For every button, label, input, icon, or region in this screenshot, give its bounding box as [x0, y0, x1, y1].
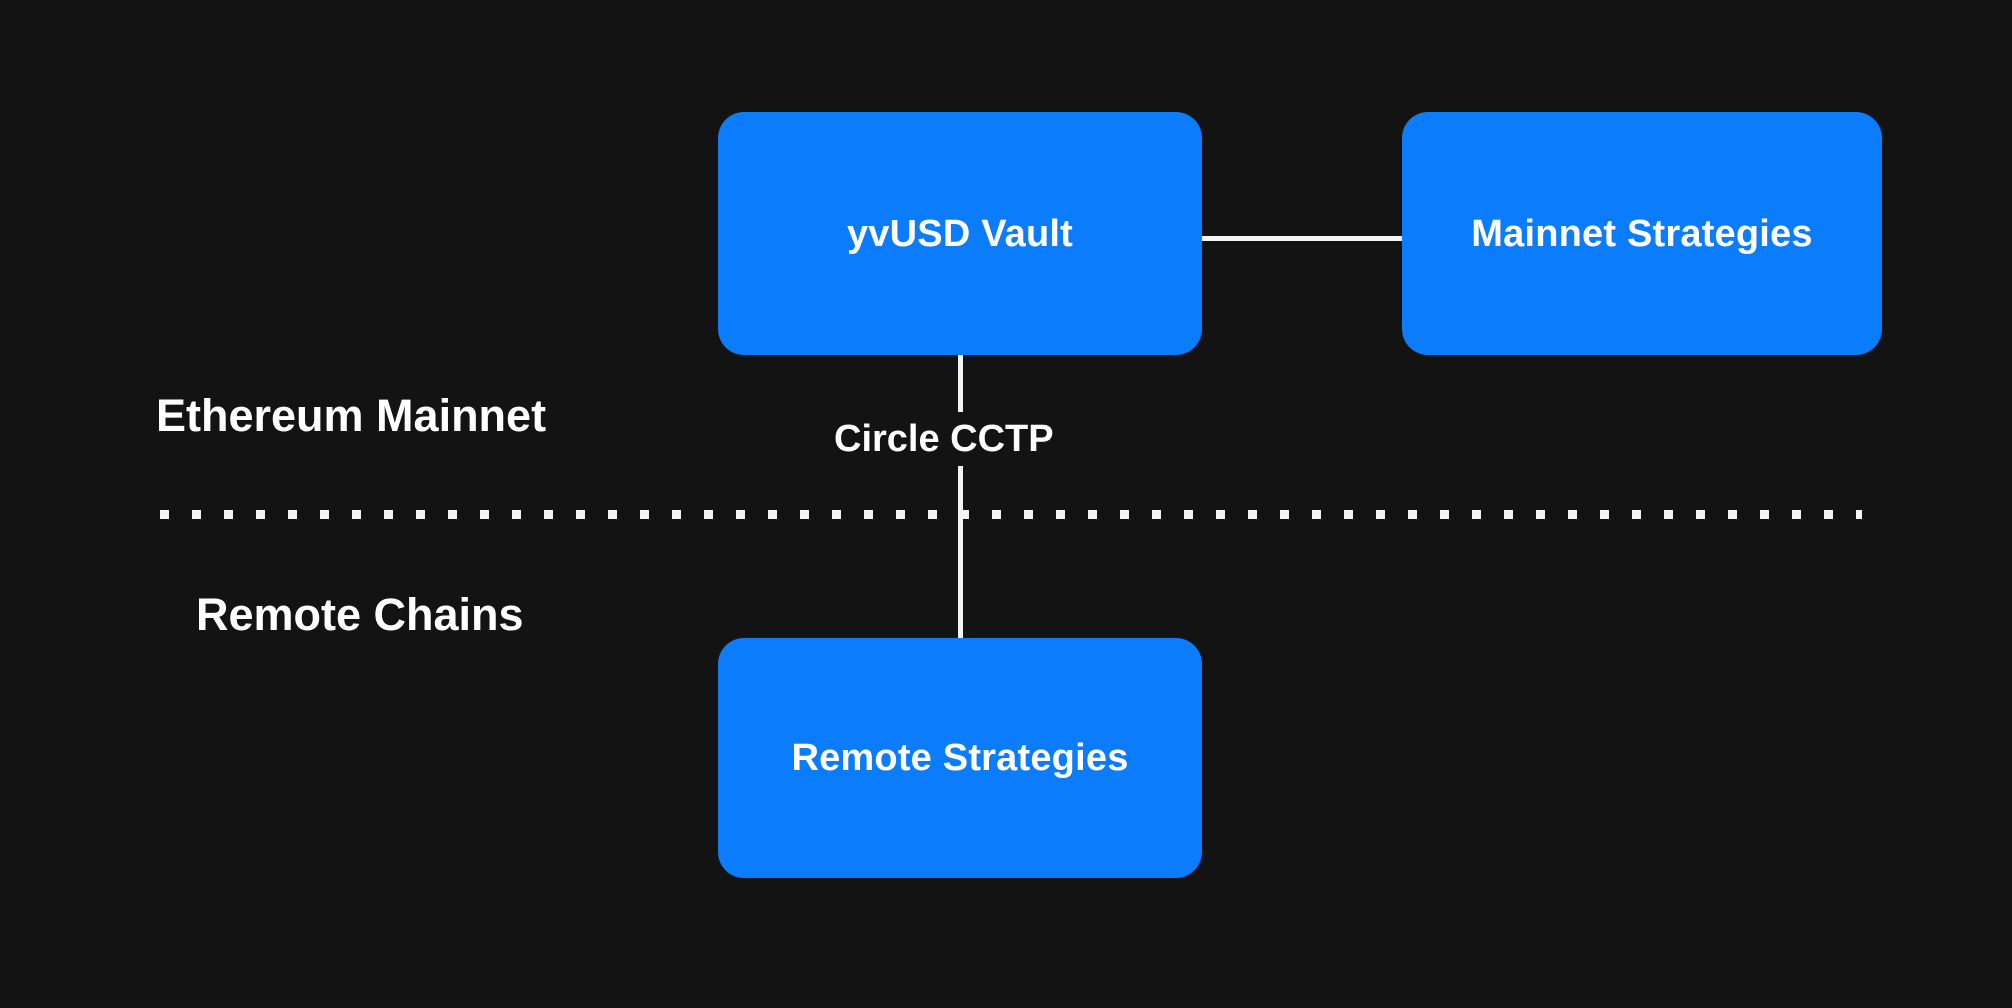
edge-vault-to-mainnet-strategies: [1200, 236, 1404, 241]
node-yvusd-vault[interactable]: yvUSD Vault: [718, 112, 1202, 355]
zone-label-remote-chains: Remote Chains: [196, 589, 524, 640]
node-remote-strategies[interactable]: Remote Strategies: [718, 638, 1202, 878]
node-mainnet-strategies-label: Mainnet Strategies: [1471, 212, 1813, 255]
edge-label-circle-cctp: Circle CCTP: [824, 412, 1064, 466]
chain-divider-dotted-line: [160, 510, 1862, 519]
edge-vault-to-remote-strategies-upper: [958, 353, 963, 415]
zone-label-ethereum-mainnet: Ethereum Mainnet: [156, 390, 547, 441]
node-remote-strategies-label: Remote Strategies: [791, 737, 1129, 779]
edge-vault-to-remote-strategies-lower: [958, 465, 963, 640]
node-mainnet-strategies[interactable]: Mainnet Strategies: [1402, 112, 1882, 355]
node-yvusd-vault-label: yvUSD Vault: [846, 212, 1074, 255]
